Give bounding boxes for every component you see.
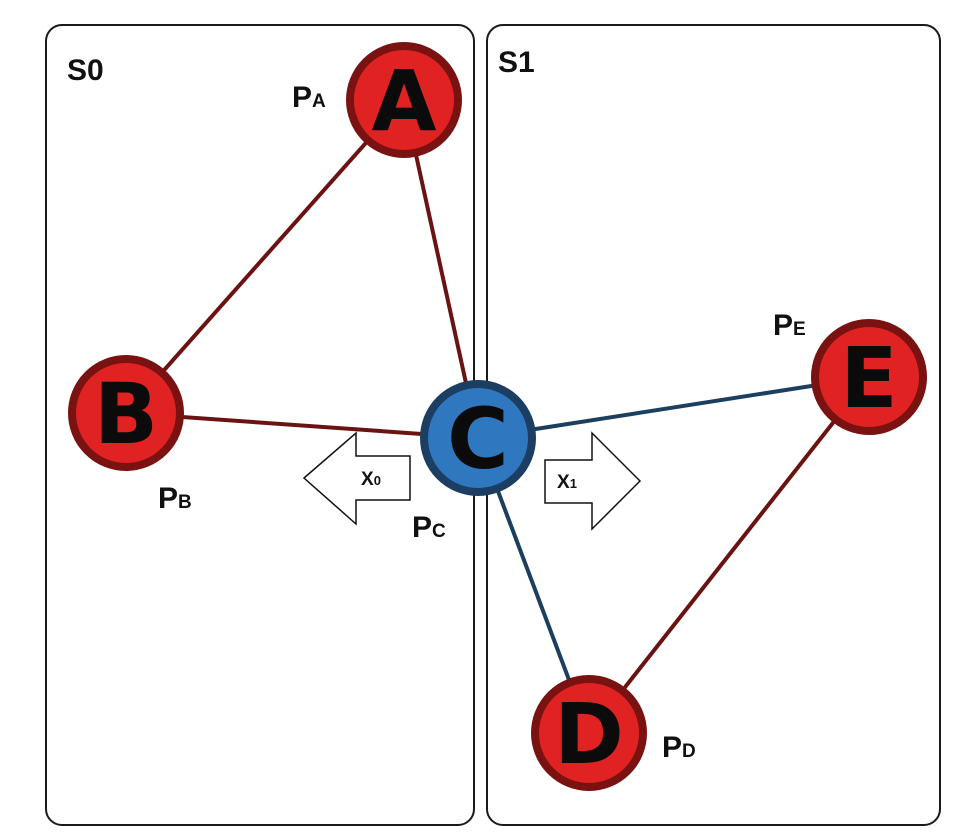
prob-label-d: PD xyxy=(662,731,696,764)
node-e-circle xyxy=(815,323,923,431)
arrow-x1-shape xyxy=(544,431,642,531)
node-e: E xyxy=(811,319,927,435)
arrow-x0: X0 xyxy=(302,431,411,526)
node-b-circle xyxy=(72,359,180,467)
node-a-ring xyxy=(346,42,462,158)
prob-label-e: PE xyxy=(773,309,806,342)
node-d-letter: D xyxy=(554,685,624,783)
node-b: B xyxy=(68,355,184,471)
node-a-letter: A xyxy=(371,52,436,150)
arrow-x1-label: X1 xyxy=(557,472,577,493)
edge-c-e xyxy=(477,375,870,440)
arrow-x0-shape xyxy=(302,431,411,526)
prob-label-b: PB xyxy=(158,482,192,515)
edge-d-e xyxy=(587,375,871,735)
node-c-letter: C xyxy=(447,390,509,488)
node-a-circle xyxy=(350,46,458,154)
node-d-ring xyxy=(531,675,647,791)
node-c-ring xyxy=(420,380,536,496)
edge-a-b xyxy=(124,98,406,415)
region-s1-label: S1 xyxy=(498,46,535,79)
node-e-letter: E xyxy=(840,329,897,427)
node-c-circle xyxy=(424,384,532,492)
node-a: A xyxy=(346,42,462,158)
node-d: D xyxy=(531,675,647,791)
arrow-x0-label: X0 xyxy=(361,469,381,490)
node-b-ring xyxy=(68,355,184,471)
node-b-letter: B xyxy=(94,365,158,463)
arrow-x1: X1 xyxy=(544,431,642,531)
prob-label-a: PA xyxy=(292,81,326,114)
region-s0-label: S0 xyxy=(67,54,104,87)
node-d-circle xyxy=(535,679,643,787)
edge-b-c xyxy=(125,411,479,440)
prob-label-c: PC xyxy=(412,511,446,544)
node-c: C xyxy=(420,380,536,496)
node-e-ring xyxy=(811,319,927,435)
